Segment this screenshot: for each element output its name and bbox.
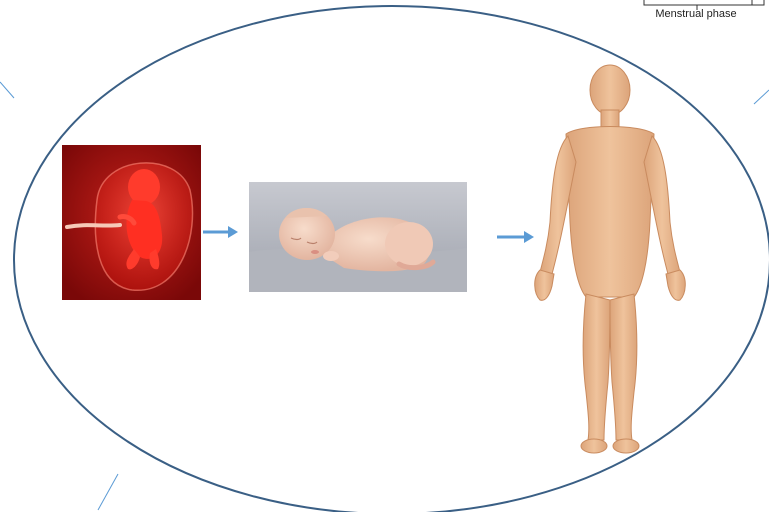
arrow-baby-to-adult — [497, 231, 534, 243]
arrow-fetus-to-baby — [203, 226, 238, 238]
adult-human-figure — [530, 62, 690, 457]
decorative-line-bottom — [98, 474, 118, 510]
corner-label: Menstrual phase — [646, 8, 746, 20]
newborn-baby-image — [249, 182, 467, 292]
decorative-line-left — [0, 82, 14, 98]
fetus-image — [62, 145, 201, 300]
decorative-line-right — [754, 90, 769, 104]
